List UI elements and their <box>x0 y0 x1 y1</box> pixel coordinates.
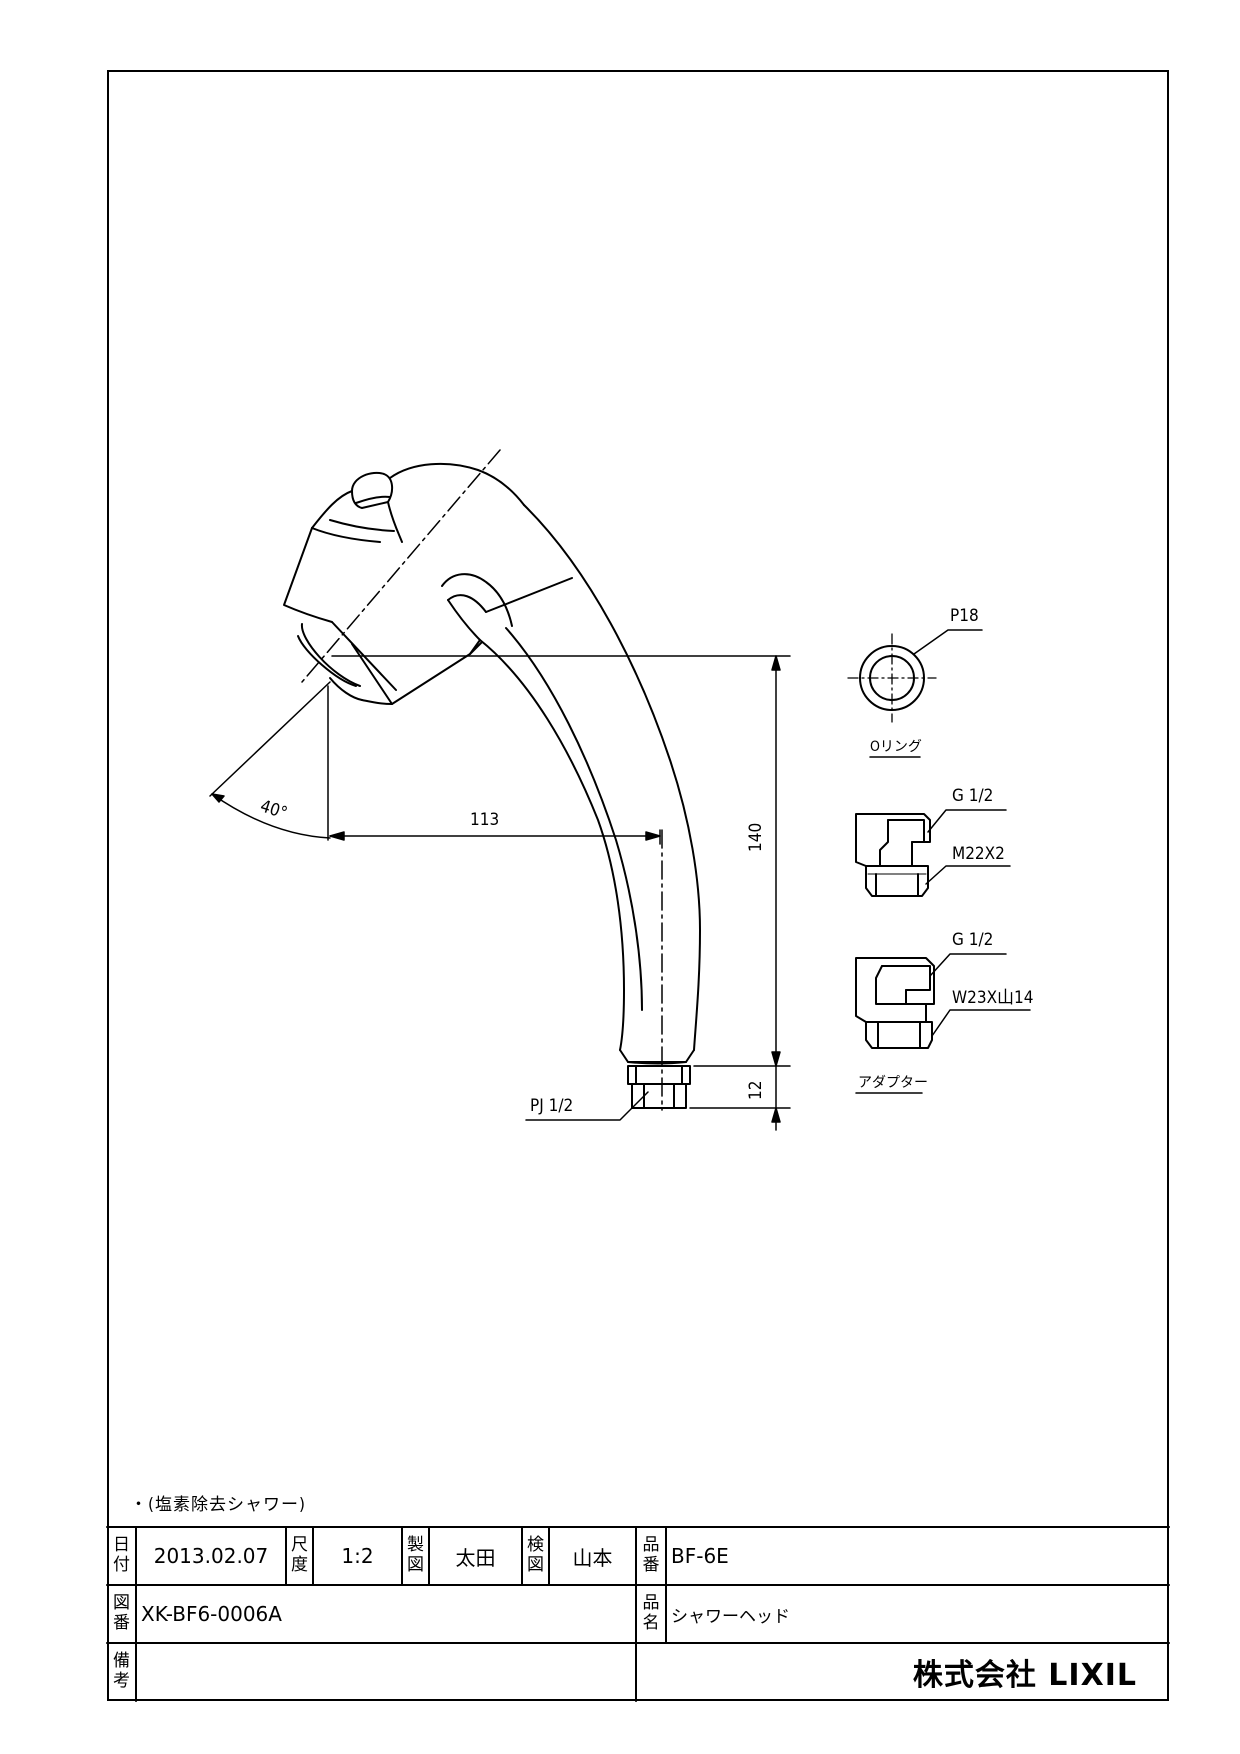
dimension-113-label: 113 <box>470 810 500 830</box>
date-key-text: 日付 <box>113 1535 130 1575</box>
product-no-value: BF-6E <box>671 1544 729 1568</box>
thread-pj-label: PJ 1/2 <box>530 1096 574 1116</box>
adapter2-top-label: G 1/2 <box>952 930 994 950</box>
shower-head-outline <box>283 462 701 1109</box>
company-logo: 株式会社 LIXIL <box>912 1658 1137 1693</box>
date-key: 日付 <box>107 1527 136 1585</box>
remarks-key: 備考 <box>107 1643 136 1701</box>
adapter-m22-detail <box>855 809 1011 897</box>
center-lines <box>301 449 663 1111</box>
adapter-name-label: アダプター <box>858 1075 928 1091</box>
product-note: ・(塩素除去シャワー) <box>130 1495 306 1515</box>
product-name-value: シャワーヘッド <box>671 1606 790 1627</box>
checked-key-text: 検図 <box>527 1535 544 1575</box>
drawn-key: 製図 <box>402 1527 429 1585</box>
o-ring-size-label: P18 <box>950 606 979 626</box>
scale-value: 1:2 <box>341 1544 374 1568</box>
adapter1-top-label: G 1/2 <box>952 786 994 806</box>
title-block: 日付 2013.02.07 尺度 1:2 製図 太田 検図 山本 品番 BF-6… <box>107 1527 1169 1701</box>
drawing-no-key-text: 図番 <box>113 1593 130 1633</box>
adapter-w23-detail <box>855 953 1031 1094</box>
o-ring-name-label: Oリング <box>870 739 922 755</box>
checked-by-value: 山本 <box>572 1545 613 1570</box>
product-name-key: 品名 <box>636 1585 666 1643</box>
drawing-frame <box>107 70 1169 1701</box>
scale-key: 尺度 <box>286 1527 313 1585</box>
title-block-grid <box>106 1526 1170 1702</box>
scale-key-text: 尺度 <box>291 1535 308 1575</box>
date-value: 2013.02.07 <box>153 1544 269 1568</box>
product-no-key: 品番 <box>636 1527 666 1585</box>
adapter2-bottom-label: W23X山14 <box>952 988 1034 1008</box>
o-ring-detail <box>847 629 983 758</box>
drawn-key-text: 製図 <box>407 1535 424 1575</box>
remarks-value <box>141 1643 636 1701</box>
checked-key: 検図 <box>522 1527 549 1585</box>
dimension-lines <box>209 655 791 1131</box>
dimension-12-label: 12 <box>746 1080 766 1100</box>
adapter1-bottom-label: M22X2 <box>952 844 1005 864</box>
drawing-no-key: 図番 <box>107 1585 136 1643</box>
product-name-key-text: 品名 <box>642 1593 660 1633</box>
dimension-140-label: 140 <box>746 822 766 852</box>
remarks-key-text: 備考 <box>113 1651 130 1691</box>
product-no-key-text: 品番 <box>642 1535 660 1575</box>
drawing-no-value: XK-BF6-0006A <box>141 1602 282 1626</box>
drawn-by-value: 太田 <box>455 1545 496 1570</box>
